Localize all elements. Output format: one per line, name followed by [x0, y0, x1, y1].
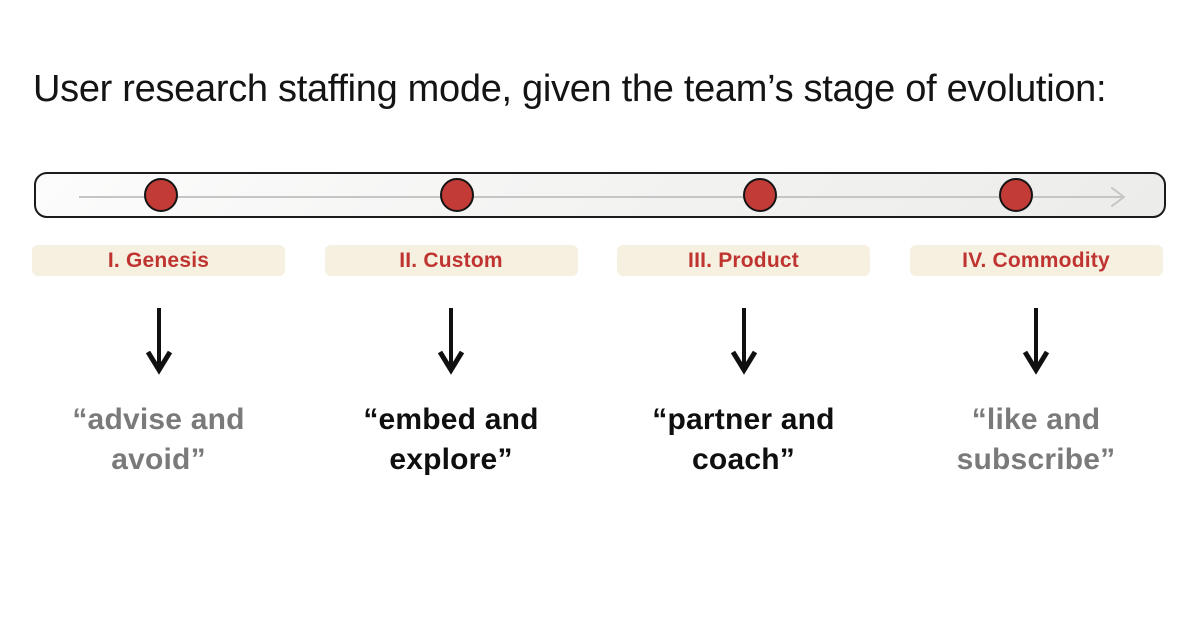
stage-quote-commodity: “like and subscribe”	[910, 400, 1163, 480]
quote-line: “partner and	[652, 403, 835, 436]
down-arrow-icon	[437, 308, 465, 375]
quote-line: “embed and	[363, 403, 539, 436]
quote-line: coach”	[692, 443, 795, 476]
stage-label-genesis: I. Genesis	[32, 245, 285, 276]
down-arrow-icon	[145, 308, 172, 375]
timeline-dot-product	[743, 177, 777, 212]
stage-labels-row: I. Genesis II. Custom III. Product IV. C…	[32, 245, 1163, 276]
stage-quotes-row: “advise and avoid” “embed and explore” “…	[32, 400, 1163, 480]
timeline-dot-custom	[440, 177, 474, 212]
quote-line: explore”	[389, 443, 513, 476]
down-arrow-icon	[730, 308, 757, 375]
quote-line: “like and	[971, 403, 1101, 436]
evolution-timeline-bar	[34, 172, 1166, 218]
stage-quote-custom: “embed and explore”	[325, 400, 578, 480]
stage-label-product: III. Product	[617, 245, 870, 276]
page-title: User research staffing mode, given the t…	[33, 68, 1107, 110]
down-arrows-row	[32, 306, 1163, 378]
stage-quote-genesis: “advise and avoid”	[32, 400, 285, 480]
stage-label-custom: II. Custom	[324, 245, 578, 276]
timeline-dot-commodity	[999, 177, 1033, 212]
stage-label-commodity: IV. Commodity	[909, 245, 1163, 276]
stage-quote-product: “partner and coach”	[617, 400, 870, 480]
quote-line: subscribe”	[956, 443, 1116, 476]
quote-line: “advise and	[72, 403, 245, 436]
right-arrow-icon	[79, 187, 1125, 207]
quote-line: avoid”	[111, 443, 206, 476]
down-arrow-icon	[1022, 308, 1050, 375]
timeline-dot-genesis	[144, 177, 178, 212]
